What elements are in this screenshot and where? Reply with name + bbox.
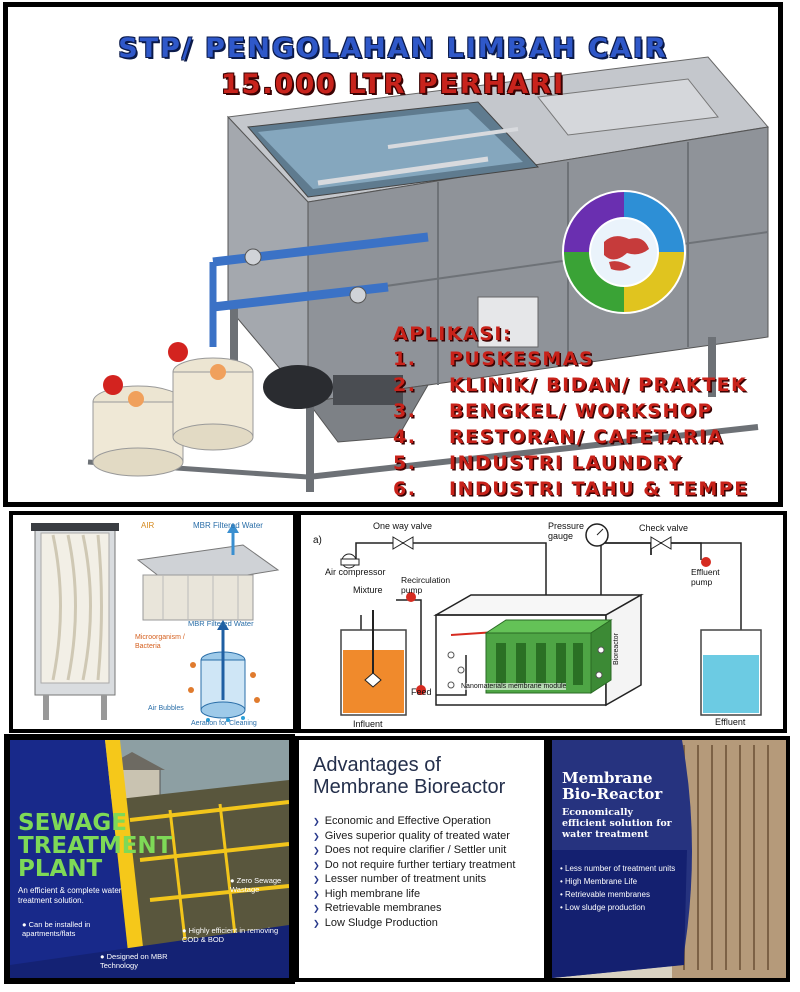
list-item: Gives superior quality of treated water: [313, 829, 515, 844]
mbr-filtered-top-label: MBR Filtered Water: [193, 521, 263, 530]
pressure-gauge-label: Pressure gauge: [548, 521, 585, 541]
aplikasi-heading: APLIKASI:: [393, 323, 513, 345]
mbr-process-diagram: [340, 523, 762, 716]
mixture-label: Mixture: [353, 585, 383, 595]
bioreactor-photo-illustration: [552, 740, 786, 978]
advantages-list: Economic and Effective Operation Gives s…: [313, 814, 516, 931]
aplikasi-item: 4.RESTORAN/ CAFETARIA: [393, 426, 724, 448]
list-item: Does not require clarifier / Settler uni…: [313, 843, 515, 858]
one-way-valve-label: One way valve: [373, 521, 433, 531]
advantages-panel: Advantages of Membrane Bioreactor Econom…: [295, 736, 548, 982]
aplikasi-item: 2.KLINIK/ BIDAN/ PRAKTEK: [393, 374, 748, 396]
list-item: Lesser number of treatment units: [313, 872, 515, 887]
list-item: • Low sludge production: [560, 903, 646, 912]
title-line-1: STP/ PENGOLAHAN LIMBAH CAIR: [118, 33, 668, 64]
diagram-tag: a): [313, 535, 322, 546]
microorganism-label: Microorganism / Bacteria: [135, 634, 185, 650]
aplikasi-item: 5.INDUSTRI LAUNDRY: [393, 452, 683, 474]
check-valve-label: Check valve: [639, 523, 689, 533]
mbr-module-panel: AIR MBR Filtered Water MBR Filtered Wate…: [9, 511, 297, 733]
stp-feature-zero-wastage: ● Zero Sewage Wastage: [230, 876, 282, 894]
aplikasi-item: 3.BENGKEL/ WORKSHOP: [393, 400, 713, 422]
membrane-module-label: Nanomaterials membrane module: [461, 683, 567, 690]
list-item: Low Sludge Production: [313, 916, 515, 931]
bioreactor-bullets: • Less number of treatment units • High …: [560, 862, 675, 914]
list-item: Do not require further tertiary treatmen…: [313, 858, 516, 873]
main-product-panel: STP/ PENGOLAHAN LIMBAH CAIR 15.000 LTR P…: [3, 2, 783, 507]
effluent-label: Effluent: [715, 717, 746, 727]
bioreactor-label: Bioreactor: [613, 633, 620, 665]
effluent-pump-label: Effluent pump: [691, 567, 720, 587]
list-item: Economic and Effective Operation: [313, 814, 515, 829]
process-diagram-panel: a) One way valve Pressure gauge Check va…: [297, 511, 787, 733]
aplikasi-item: 6.INDUSTRI TAHU & TEMPE: [393, 478, 749, 500]
list-item: • Less number of treatment units: [560, 864, 676, 873]
stp-feature-cod-bod: ● Highly efficient in removing COD & BOD: [182, 926, 279, 944]
title-line-2: 15.000 LTR PERHARI: [220, 69, 566, 100]
stp-feature-mbr: ● Designed on MBR Technology: [100, 952, 168, 970]
list-item: • Retrievable membranes: [560, 890, 650, 899]
air-compressor-label: Air compressor: [325, 567, 386, 577]
air-bubbles-label: Air Bubbles: [148, 705, 184, 712]
bioreactor-panel: Membrane Bio-Reactor Economically effici…: [548, 736, 790, 982]
stp-feature-apartments: ● Can be installed in apartments/flats: [22, 920, 91, 938]
list-item: High membrane life: [313, 887, 515, 902]
sewage-treatment-plant-panel: SEWAGE TREATMENT PLANT An efficient & co…: [4, 734, 295, 984]
mbr-filtered-mid-label: MBR Filtered Water: [188, 619, 254, 628]
mbr-module-illustration: [31, 523, 280, 722]
bioreactor-title: Membrane Bio-Reactor: [562, 769, 663, 803]
air-label: AIR: [141, 521, 155, 530]
water-cycle-logo-icon: [562, 190, 686, 314]
aplikasi-item: 1.PUSKESMAS: [393, 348, 595, 370]
list-item: • High Membrane Life: [560, 877, 638, 886]
stp-headline: SEWAGE TREATMENT PLANT: [18, 810, 173, 882]
feed-label: Feed: [411, 687, 432, 697]
aeration-label: Aeration for Cleaning: [191, 720, 257, 727]
recirculation-pump-label: Recirculation pump: [401, 575, 451, 595]
stp-unit-illustration: [87, 56, 769, 492]
list-item: Retrievable membranes: [313, 901, 515, 916]
stp-subtitle: An efficient & complete water treatment …: [18, 886, 122, 905]
advantages-title: Advantages of Membrane Bioreactor: [313, 754, 506, 798]
stp-photo-illustration: [10, 740, 289, 978]
influent-label: Influent: [353, 719, 383, 729]
bioreactor-subtitle: Economically efficient solution for wate…: [562, 807, 672, 840]
